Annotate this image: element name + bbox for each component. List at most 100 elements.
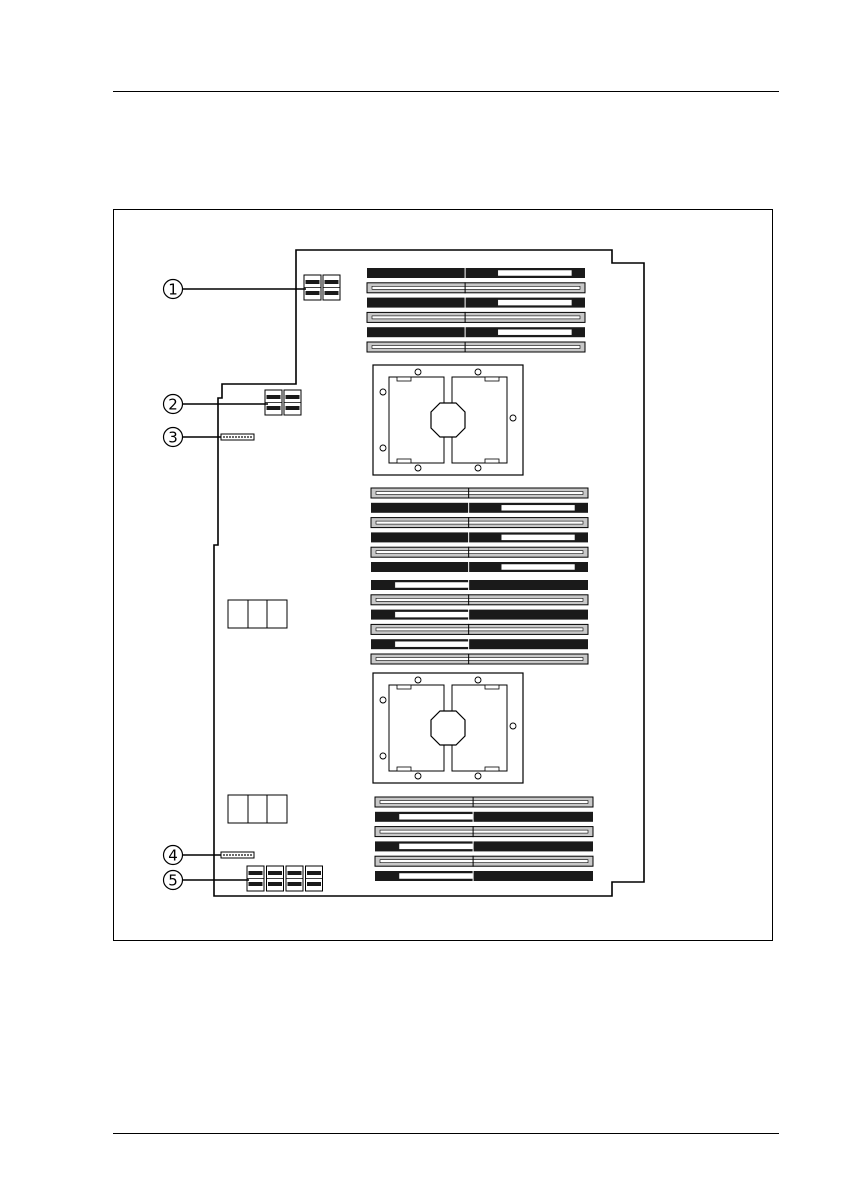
mounting-hole [475, 773, 481, 779]
header-pin [241, 436, 243, 438]
socket-latch [397, 377, 411, 381]
dimm-slot [371, 654, 588, 665]
socket-center [431, 711, 465, 745]
header-pin [244, 854, 246, 856]
header-pin [223, 436, 225, 438]
dimm-slot [371, 594, 588, 605]
connector [306, 866, 323, 891]
connector [304, 275, 321, 300]
header-pin [250, 854, 252, 856]
mounting-hole [510, 723, 516, 729]
header-pin [223, 854, 225, 856]
callout-label-4: 4 [168, 847, 178, 865]
socket-latch [397, 459, 411, 463]
component-block-1 [228, 600, 287, 628]
dimm-slot [375, 826, 593, 837]
header-pin [238, 854, 240, 856]
header-pin [247, 436, 249, 438]
dimm-slot [371, 502, 588, 513]
dimm-slot [367, 327, 585, 338]
dimm-slot [367, 282, 585, 293]
dimm-slot-group-mid-lower [371, 580, 588, 665]
mounting-hole [380, 753, 386, 759]
callout-4: 4 [164, 846, 222, 865]
connector [284, 390, 301, 415]
dimm-slot [371, 624, 588, 635]
dimm-slot [371, 639, 588, 650]
connector [265, 390, 282, 415]
mounting-hole [475, 369, 481, 375]
socket-latch [485, 459, 499, 463]
connector [247, 866, 264, 891]
component-block-2 [228, 795, 287, 823]
cpu-socket-2 [373, 673, 523, 783]
dimm-slot [367, 268, 585, 279]
dimm-slot-group-mid-upper [371, 488, 588, 573]
callout-label-2: 2 [168, 396, 178, 414]
dimm-slot [367, 342, 585, 353]
connector [267, 866, 284, 891]
mounting-hole [380, 445, 386, 451]
dimm-slot [371, 517, 588, 528]
connector [323, 275, 340, 300]
dimm-slot [371, 532, 588, 543]
sas-connector-group-5 [247, 866, 323, 891]
mounting-hole [475, 677, 481, 683]
mounting-hole [415, 465, 421, 471]
dimm-slot-group-top [367, 268, 585, 353]
mounting-hole [415, 677, 421, 683]
pin-header-3 [221, 434, 254, 440]
header-pin [229, 854, 231, 856]
mounting-hole [475, 465, 481, 471]
sas-connector-group-1 [304, 275, 340, 300]
socket-latch [485, 685, 499, 689]
callout-2: 2 [164, 395, 269, 414]
header-pin [250, 436, 252, 438]
socket-latch [485, 767, 499, 771]
dimm-slot [375, 797, 593, 808]
callout-label-3: 3 [168, 429, 178, 447]
header-pin [235, 854, 237, 856]
dimm-slot [375, 841, 593, 852]
header-pin [235, 436, 237, 438]
dimm-slot [375, 811, 593, 822]
mounting-hole [415, 773, 421, 779]
dimm-slot [371, 562, 588, 573]
header-pin [229, 436, 231, 438]
dimm-slot [367, 312, 585, 323]
socket-center [431, 403, 465, 437]
header-pin [244, 436, 246, 438]
callout-3: 3 [164, 428, 222, 447]
callout-label-5: 5 [168, 872, 178, 890]
dimm-slot [375, 871, 593, 882]
mounting-hole [510, 415, 516, 421]
dimm-slot [371, 609, 588, 620]
cpu-socket-1 [373, 365, 523, 475]
mounting-hole [415, 369, 421, 375]
dimm-slot [375, 856, 593, 867]
header-pin [226, 436, 228, 438]
header-body [221, 434, 254, 440]
header-pin [232, 436, 234, 438]
header-body [221, 852, 254, 858]
mounting-hole [380, 389, 386, 395]
socket-latch [485, 377, 499, 381]
callout-1: 1 [164, 280, 307, 299]
socket-latch [397, 767, 411, 771]
dimm-slot [371, 488, 588, 499]
sas-connector-group-2 [265, 390, 301, 415]
callout-label-1: 1 [168, 281, 178, 299]
header-pin [232, 854, 234, 856]
dimm-slot [371, 547, 588, 558]
connector [286, 866, 303, 891]
dimm-slot [371, 580, 588, 591]
dimm-slot-group-bottom [375, 797, 593, 882]
header-pin [241, 854, 243, 856]
header-pin [238, 436, 240, 438]
pin-header-4 [221, 852, 254, 858]
socket-latch [397, 685, 411, 689]
dimm-slot [367, 297, 585, 308]
header-pin [226, 854, 228, 856]
mounting-hole [380, 697, 386, 703]
